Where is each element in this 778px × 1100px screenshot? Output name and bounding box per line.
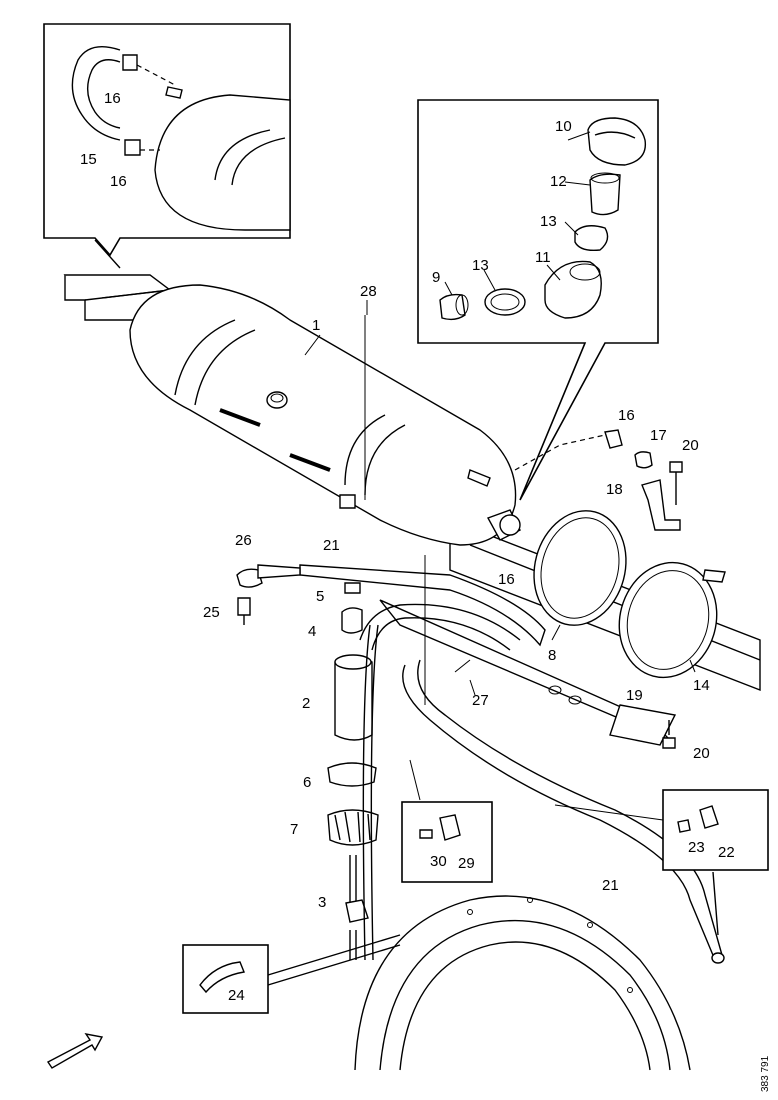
detail-inset-hose-24 <box>182 934 401 1014</box>
filter-stack <box>236 564 379 961</box>
callout-label: 13 <box>540 213 557 230</box>
callout-label: 16 <box>104 90 121 107</box>
callout-label: 13 <box>472 257 489 274</box>
callout-label: 18 <box>606 481 623 498</box>
small-parts-right <box>514 429 683 749</box>
callout-label: 27 <box>472 692 489 709</box>
callout-label: 16 <box>618 407 635 424</box>
callout-label: 23 <box>688 839 705 856</box>
callout-labels: 16 15 16 10 12 13 9 13 11 28 1 16 17 20 … <box>80 90 771 1092</box>
callout-label: 3 <box>318 894 326 911</box>
callout-label: 8 <box>548 647 556 664</box>
callout-label: 24 <box>228 987 245 1004</box>
callout-label: 29 <box>458 855 475 872</box>
callout-label: 11 <box>535 249 551 266</box>
callout-label: 26 <box>235 532 252 549</box>
callout-label: 25 <box>203 604 220 621</box>
callout-label: 22 <box>718 844 735 861</box>
callout-label: 30 <box>430 853 447 870</box>
callout-label: 21 <box>602 877 619 894</box>
callout-label: 7 <box>290 821 298 838</box>
callout-label: 21 <box>323 537 340 554</box>
callout-label: 10 <box>555 118 572 135</box>
callout-label: 20 <box>693 745 710 762</box>
leader-lines <box>304 131 696 821</box>
detail-inset-hose <box>43 23 291 269</box>
callout-label: 17 <box>650 427 667 444</box>
callout-label: 20 <box>682 437 699 454</box>
callout-label: 19 <box>626 687 643 704</box>
callout-label: 9 <box>432 269 440 286</box>
callout-label: 4 <box>308 623 316 640</box>
detail-inset-filler <box>417 99 659 501</box>
direction-arrow-icon <box>46 1033 104 1069</box>
callout-label: 16 <box>498 571 515 588</box>
tank-strap-14 <box>618 561 726 679</box>
wheel-rim <box>354 895 691 1071</box>
callout-label: 1 <box>312 317 320 334</box>
callout-label: 15 <box>80 151 97 168</box>
callout-label: 28 <box>360 283 377 300</box>
callout-label: 2 <box>302 695 310 712</box>
callout-label: 16 <box>110 173 127 190</box>
detail-inset-clamp <box>662 789 769 936</box>
tank-strap-8 <box>533 510 627 626</box>
reference-code: 383 791 <box>760 1055 771 1092</box>
callout-label: 14 <box>693 677 710 694</box>
callout-label: 6 <box>303 774 311 791</box>
detail-inset-clip <box>401 801 493 883</box>
callout-label: 12 <box>550 173 567 190</box>
fuel-tank-1 <box>63 274 521 546</box>
callout-label: 5 <box>316 588 324 605</box>
